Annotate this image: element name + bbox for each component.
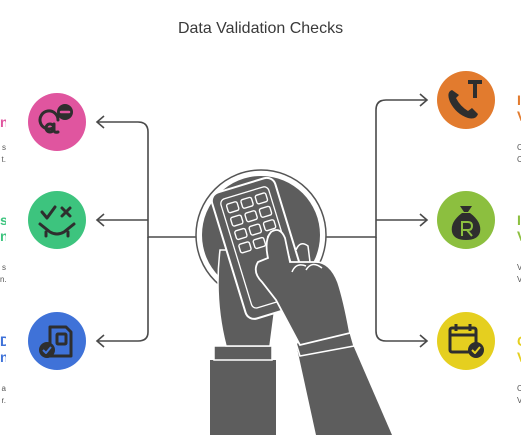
checkmark-cross-icon: [38, 205, 76, 238]
phone-text-icon: [448, 80, 482, 119]
right-connectors: [326, 93, 429, 348]
right-item-3-body: C V: [517, 384, 521, 405]
at-minus-icon: [38, 104, 73, 134]
node-left-2: [28, 191, 86, 249]
left-item-3-title: D n: [0, 333, 6, 365]
diagram-title: Data Validation Checks: [177, 20, 344, 37]
node-right-1: [437, 71, 495, 129]
right-item-1-body: C C: [517, 143, 521, 164]
left-connectors: [95, 115, 196, 348]
left-item-3-body: a r.: [1, 384, 6, 405]
node-right-2: [437, 191, 495, 249]
node-right-3: [437, 312, 495, 370]
hands-calculator-icon: [195, 169, 392, 435]
node-left-1: [28, 93, 86, 151]
left-item-2-body: s n.: [0, 263, 6, 284]
node-left-3: [28, 312, 86, 370]
left-item-1-body: s t.: [1, 143, 6, 164]
calendar-check-icon: [448, 324, 484, 358]
right-item-3-title: C V: [517, 333, 521, 365]
right-item-2-title: I V: [517, 212, 521, 244]
right-item-2-body: V V: [517, 263, 521, 284]
left-item-1-title: n: [0, 114, 6, 130]
right-item-1-title: I V: [517, 92, 521, 124]
left-item-2-title: s n: [0, 212, 6, 244]
money-bag-icon: [451, 206, 481, 240]
sim-card-check-icon: [39, 325, 73, 358]
